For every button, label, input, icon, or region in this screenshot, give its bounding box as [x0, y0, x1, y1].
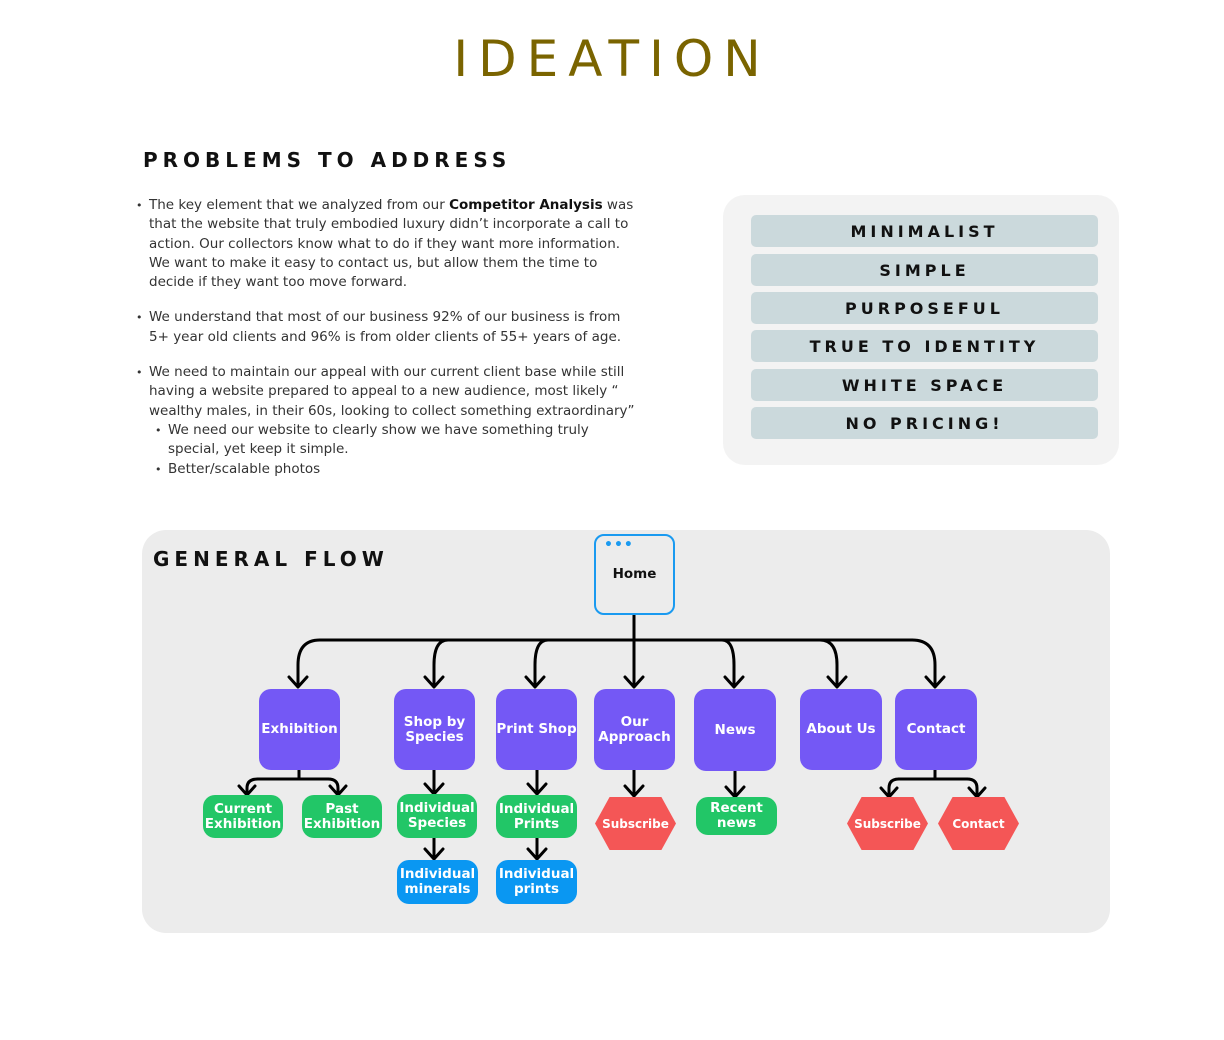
- current-exhibition-node: Current Exhibition: [203, 795, 283, 838]
- principle-pill: TRUE TO IDENTITY: [751, 330, 1098, 362]
- exhibition-node: Exhibition: [259, 689, 340, 770]
- subscribe-action-node: Subscribe: [595, 797, 676, 850]
- more-horizontal-icon: •••: [604, 537, 634, 553]
- principle-pill: MINIMALIST: [751, 215, 1098, 247]
- problems-list: The key element that we analyzed from ou…: [136, 196, 636, 479]
- shop-by-species-node: Shop by Species: [394, 689, 475, 770]
- contact-node: Contact: [895, 689, 977, 770]
- problem-item: We understand that most of our business …: [136, 308, 636, 347]
- principle-pill: WHITE SPACE: [751, 369, 1098, 401]
- problem-subitem: Better/scalable photos: [155, 460, 636, 480]
- individual-minerals-node: Individual minerals: [397, 860, 478, 904]
- past-exhibition-node: Past Exhibition: [302, 795, 382, 838]
- problem-item: We need to maintain our appeal with our …: [136, 363, 636, 479]
- our-approach-node: Our Approach: [594, 689, 675, 770]
- problem-subitem: We need our website to clearly show we h…: [155, 421, 636, 460]
- news-node: News: [694, 689, 776, 771]
- general-flow-heading: GENERAL FLOW: [153, 547, 389, 571]
- recent-news-node: Recent news: [696, 797, 777, 835]
- principle-pill: PURPOSEFUL: [751, 292, 1098, 324]
- individual-prints-node: Individual Prints: [496, 795, 577, 838]
- contact-action-node: Contact: [938, 797, 1019, 850]
- competitor-analysis-label: Competitor Analysis: [449, 197, 603, 213]
- problems-heading: PROBLEMS TO ADDRESS: [143, 148, 512, 172]
- principle-pill: SIMPLE: [751, 254, 1098, 286]
- principles-panel: MINIMALIST SIMPLE PURPOSEFUL TRUE TO IDE…: [723, 195, 1119, 465]
- principle-pill: NO PRICING!: [751, 407, 1098, 439]
- problem-sublist: We need our website to clearly show we h…: [149, 421, 636, 479]
- individual-species-node: Individual Species: [397, 794, 477, 838]
- individual-prints-detail-node: Individual prints: [496, 860, 577, 904]
- home-node: ••• Home: [594, 534, 675, 615]
- print-shop-node: Print Shop: [496, 689, 577, 770]
- subscribe-action-node: Subscribe: [847, 797, 928, 850]
- problem-item: The key element that we analyzed from ou…: [136, 196, 636, 292]
- page-title: IDEATION: [453, 30, 771, 88]
- about-us-node: About Us: [800, 689, 882, 770]
